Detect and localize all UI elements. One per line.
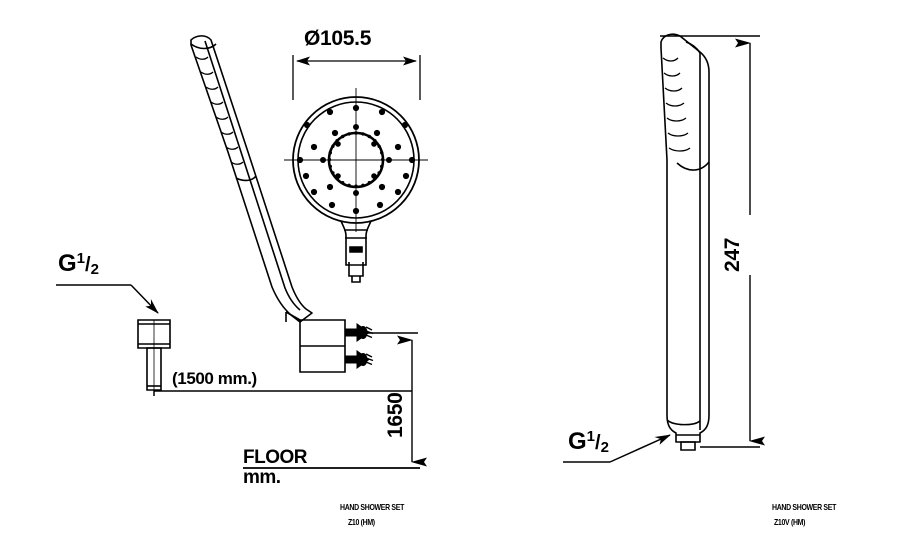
floor-units-label: mm. (243, 467, 281, 488)
inner-ring-nozzles (327, 131, 385, 188)
left-thread-label: G1/2 (58, 250, 99, 278)
right-thread-slash: / (595, 432, 601, 454)
left-thread-numerator: 1 (76, 250, 86, 267)
right-thread-leader (563, 434, 671, 463)
floor-label: FLOOR (243, 447, 308, 468)
left-handset-ribs (195, 56, 244, 165)
right-thread-prefix: G (568, 428, 587, 455)
left-caption-line1: HAND SHOWER SET (340, 502, 405, 512)
right-caption-line1: HAND SHOWER SET (772, 502, 837, 512)
right-thread-numerator: 1 (586, 428, 596, 445)
mount-height-label: 1650 (384, 392, 407, 438)
mount-height-dimension (345, 332, 427, 467)
hose-length-line (153, 390, 412, 396)
right-caption-line2: Z10V (HM) (774, 517, 806, 527)
hose-length-label: (1500 mm.) (172, 369, 257, 388)
left-thread-prefix: G (58, 250, 77, 277)
diameter-label: Ø105.5 (304, 27, 372, 50)
overall-length-label: 247 (721, 237, 744, 272)
spray-nozzle-dots (296, 104, 416, 215)
shower-head-neck (340, 220, 372, 283)
bracket-screws (344, 323, 374, 369)
wall-bracket (285, 311, 346, 373)
right-handset-ribs (662, 57, 691, 152)
left-caption-line2: Z10 (HM) (348, 517, 375, 527)
left-handset-body (190, 35, 313, 323)
left-thread-denominator: 2 (90, 261, 99, 278)
right-handset-body (660, 33, 710, 443)
right-thread-denominator: 2 (600, 439, 609, 456)
overall-length-dimension (660, 35, 765, 448)
diameter-dimension (292, 55, 421, 100)
left-thread-leader (56, 284, 159, 314)
left-thread-slash: / (85, 254, 91, 276)
right-inlet-nipple (680, 441, 696, 451)
inlet-fitting (137, 319, 171, 391)
right-thread-label: G1/2 (568, 428, 609, 456)
